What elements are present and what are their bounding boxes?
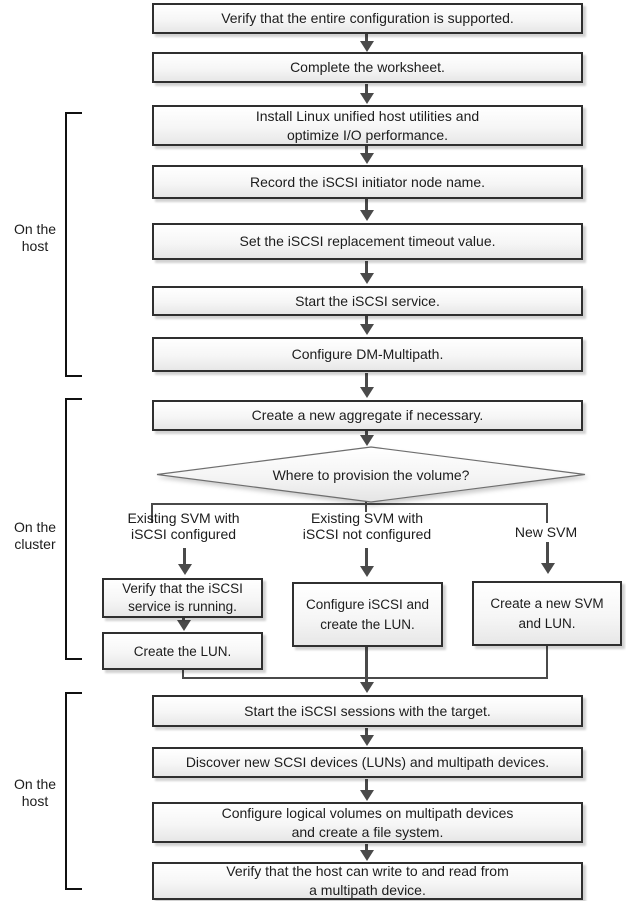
decision-question: Where to provision the volume? [272,466,470,483]
bracket-host-top [65,112,82,377]
connector-distributor [151,503,548,505]
step-verify-service-running: Verify that the iSCSI service is running… [102,578,263,618]
step-configure-multipath: Configure DM-Multipath. [152,337,583,372]
connector-merge-left-h [182,677,366,679]
step-configure-iscsi-create-lun: Configure iSCSI and create the LUN. [292,582,443,647]
arrow-branch-right [546,542,549,564]
arrow-3 [365,146,368,154]
branch-label-existing-svm-not-configured: Existing SVM with iSCSI not configured [302,510,432,542]
step-start-service: Start the iSCSI service. [152,286,583,316]
connector-diamond-stub [365,500,367,505]
arrow-6 [365,316,368,325]
connector-drop-left [151,503,153,523]
connector-merge-left-v [182,670,184,679]
step-create-aggregate: Create a new aggregate if necessary. [152,400,583,431]
bracket-cluster [65,398,82,660]
connector-drop-right [546,503,548,523]
step-configure-volumes: Configure logical volumes on multipath d… [152,802,583,843]
step-complete-worksheet: Complete the worksheet. [152,52,583,83]
arrow-8 [365,431,368,436]
connector-drop-mid [365,503,367,512]
arrow-7 [365,373,368,388]
arrow-branch-left [183,548,186,565]
arrow-branch-mid [365,548,368,567]
phase-label-on-the-cluster: On the cluster [13,519,57,552]
arrow-merge [365,647,368,683]
arrow-5 [365,261,368,274]
bracket-host-bottom [65,692,82,890]
step-verify-write-read: Verify that the host can write to and re… [152,862,583,900]
arrow-15 [365,844,368,851]
arrow-14 [365,779,368,791]
step-start-sessions: Start the iSCSI sessions with the target… [152,695,583,727]
step-install-utilities: Install Linux unified host utilities and… [152,105,583,146]
connector-merge-right-h [366,677,548,679]
step-verify-config: Verify that the entire configuration is … [152,3,583,34]
connector-merge-right-v [546,646,548,679]
phase-label-on-the-host-top: On the host [13,221,57,254]
arrow-1 [365,34,368,42]
decision-diamond [156,446,586,503]
step-set-timeout: Set the iSCSI replacement timeout value. [152,223,583,260]
arrow-2 [365,84,368,94]
step-create-lun: Create the LUN. [102,632,263,670]
arrow-4 [365,199,368,211]
arrow-13 [365,728,368,736]
branch-label-existing-svm-configured: Existing SVM with iSCSI configured [127,510,240,542]
step-create-svm-lun: Create a new SVM and LUN. [472,581,622,646]
phase-label-on-the-host-bottom: On the host [13,776,57,809]
arrow-verify-to-create-lun [182,618,185,621]
branch-label-new-svm: New SVM [514,524,578,540]
step-record-initiator: Record the iSCSI initiator node name. [152,165,583,199]
step-discover-devices: Discover new SCSI devices (LUNs) and mul… [152,747,583,778]
